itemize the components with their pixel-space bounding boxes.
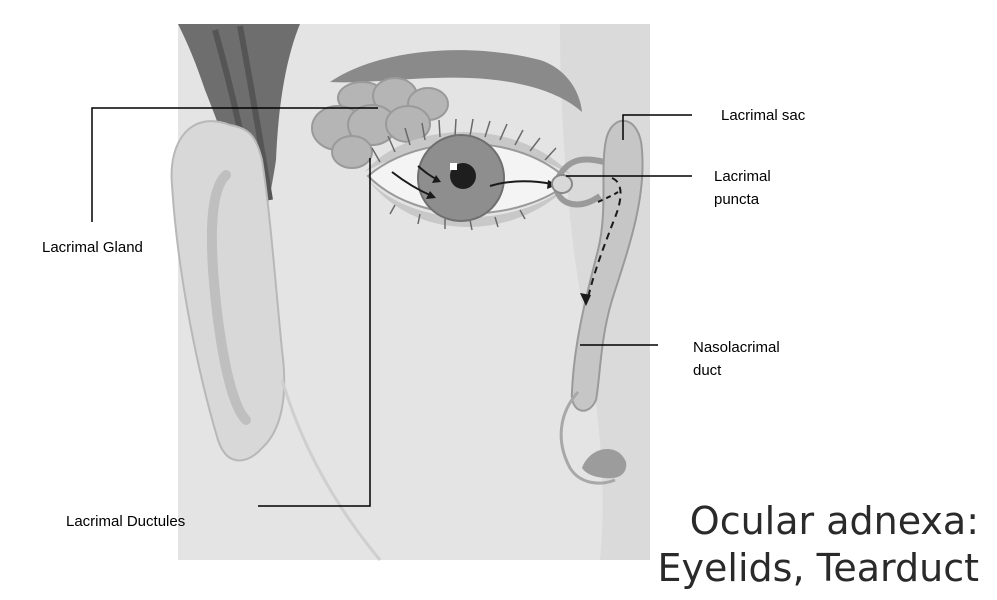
nose-outline — [559, 390, 616, 485]
eye-highlight — [450, 163, 457, 170]
slide-title: Ocular adnexa: Eyelids, Tearduct — [658, 498, 979, 592]
label-lacrimal-puncta: Lacrimal puncta — [714, 165, 771, 211]
label-lacrimal-ductules: Lacrimal Ductules — [66, 513, 186, 530]
lacrimal-punctum — [551, 174, 573, 194]
nostril — [582, 449, 627, 479]
label-lacrimal-sac: Lacrimal sac — [721, 107, 806, 124]
label-lacrimal-puncta-line1: Lacrimal — [714, 168, 771, 185]
eyebrow — [330, 50, 582, 112]
label-nasolacrimal-line1: Nasolacrimal — [693, 339, 780, 356]
upper-eyelid — [365, 131, 572, 176]
slide-title-line2: Eyelids, Tearduct — [657, 546, 979, 590]
leader-lacrimal-gland — [91, 107, 378, 222]
label-nasolacrimal-duct: Nasolacrimal duct — [693, 336, 780, 382]
jaw-line — [280, 379, 382, 561]
lacrimal-gland — [311, 77, 449, 169]
drainage-arrow-head — [580, 293, 591, 306]
leader-lacrimal-ductules — [258, 158, 371, 507]
leader-lacrimal-sac — [622, 114, 692, 140]
eyelashes — [371, 118, 557, 231]
lower-eyelid — [368, 180, 570, 228]
slide-title-line1: Ocular adnexa: — [689, 499, 979, 543]
ear-inner — [206, 170, 251, 425]
leader-lines — [91, 107, 692, 507]
label-nasolacrimal-line2: duct — [693, 362, 722, 379]
label-lacrimal-puncta-line2: puncta — [714, 191, 760, 208]
drainage-upper-path — [597, 191, 619, 203]
ear — [170, 120, 286, 462]
label-lacrimal-gland: Lacrimal Gland — [42, 239, 143, 256]
lacrimal-sac-duct — [570, 120, 644, 412]
